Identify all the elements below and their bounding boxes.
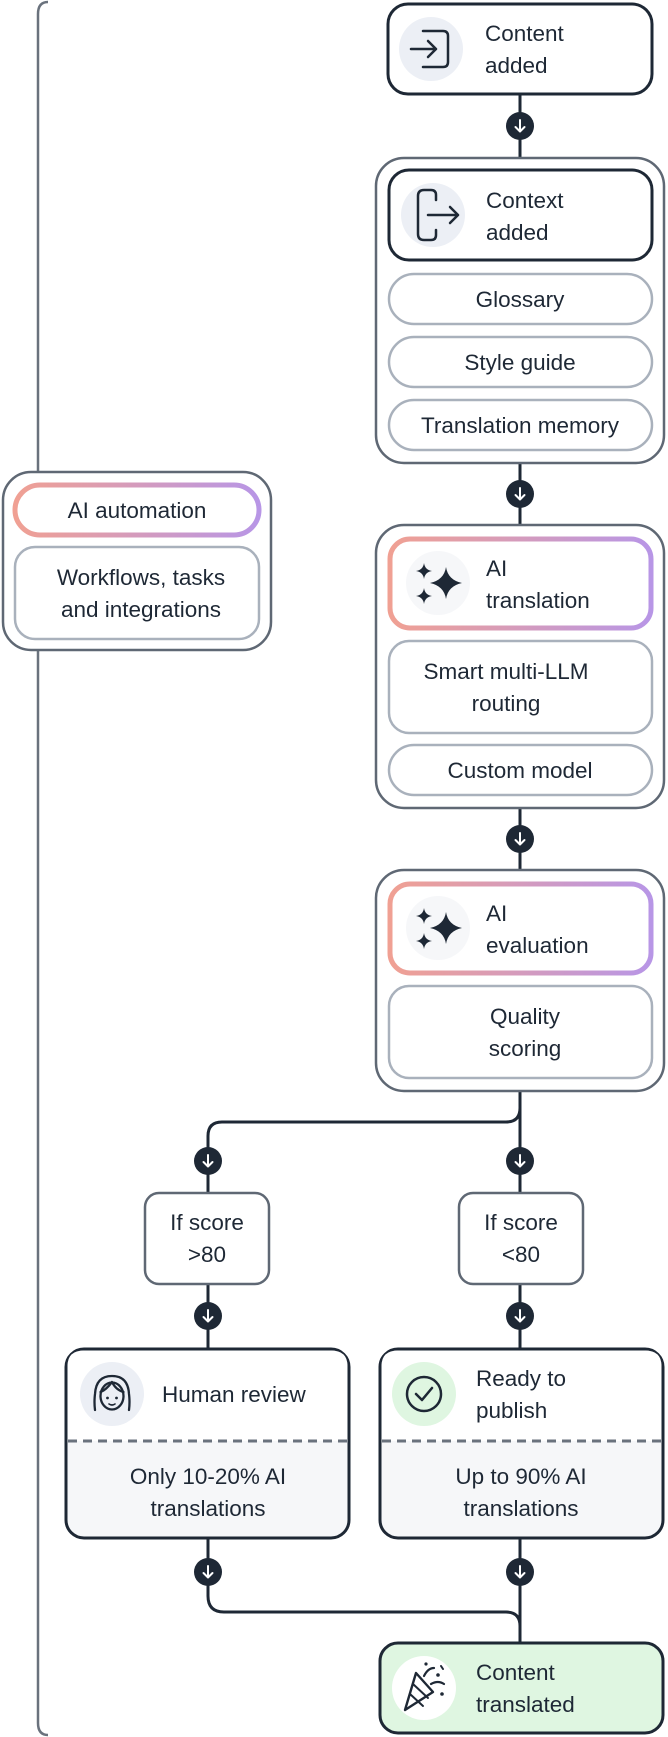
ready-publish-detail-line-1: Up to 90% AI: [455, 1464, 586, 1489]
ready-publish-title-line-2: publish: [476, 1398, 547, 1423]
arrow-down-icon: [506, 1147, 534, 1175]
content-translated-node: Content translated: [378, 1641, 665, 1735]
custom-model-label: Custom model: [447, 758, 592, 783]
ai-evaluation-group: AI evaluation Quality scoring: [374, 868, 666, 1093]
automation-item-workflows: Workflows, tasks: [57, 565, 225, 590]
context-item-glossary: Glossary: [476, 287, 566, 312]
content-added-line-2: added: [485, 53, 548, 78]
branch-low-node: If score <80: [457, 1191, 585, 1286]
party-popper-icon: [392, 1656, 456, 1720]
arrow-down-icon: [506, 112, 534, 140]
arrow-dots: [194, 112, 534, 1586]
context-item-translation-memory: Translation memory: [421, 413, 620, 438]
arrow-down-icon: [194, 1302, 222, 1330]
ai-evaluation-header-line-1: AI: [486, 901, 507, 926]
sparkles-icon: [406, 551, 470, 615]
ai-evaluation-header-line-2: evaluation: [486, 933, 589, 958]
ready-publish-node: Ready to publish Up to 90% AI translatio…: [378, 1347, 665, 1540]
check-circle-icon: [392, 1362, 456, 1426]
human-review-node: Human review Only 10-20% AI translations: [64, 1347, 351, 1540]
arrow-down-icon: [506, 480, 534, 508]
automation-item-integrations: and integrations: [61, 597, 221, 622]
person-icon: [80, 1362, 144, 1426]
automation-title: AI automation: [68, 498, 207, 523]
content-added-line-1: Content: [485, 21, 565, 46]
arrow-down-icon: [506, 1558, 534, 1586]
automation-bracket: [36, 0, 49, 1737]
context-item-style-guide: Style guide: [464, 350, 575, 375]
sparkles-icon: [406, 896, 470, 960]
branch-low-line-2: <80: [502, 1242, 540, 1267]
branch-high-node: If score >80: [143, 1191, 271, 1286]
content-translated-line-1: Content: [476, 1660, 556, 1685]
content-translated-line-2: translated: [476, 1692, 575, 1717]
content-added-node: Content added: [386, 2, 654, 96]
arrow-down-icon: [194, 1147, 222, 1175]
ai-translation-header-line-2: translation: [486, 588, 590, 613]
ready-publish-detail-line-2: translations: [463, 1496, 578, 1521]
human-review-title: Human review: [162, 1382, 307, 1407]
human-review-detail-line-1: Only 10-20% AI: [130, 1464, 286, 1489]
ready-publish-title-line-1: Ready to: [476, 1366, 566, 1391]
branch-low-line-1: If score: [484, 1210, 558, 1235]
context-header-line-2: added: [486, 220, 549, 245]
automation-group: AI automation Workflows, tasks and integ…: [1, 470, 273, 652]
context-group: Context added Glossary Style guide Trans…: [374, 156, 666, 465]
arrow-down-icon: [506, 1302, 534, 1330]
context-header-line-1: Context: [486, 188, 564, 213]
scoring-line-1: Quality: [490, 1004, 561, 1029]
routing-line-1: Smart multi-LLM: [423, 659, 588, 684]
sign-in-icon: [399, 17, 463, 81]
branch-high-line-1: If score: [170, 1210, 244, 1235]
branch-high-line-2: >80: [188, 1242, 226, 1267]
sign-out-icon: [401, 183, 465, 247]
routing-line-2: routing: [472, 691, 541, 716]
human-review-detail-line-2: translations: [150, 1496, 265, 1521]
arrow-down-icon: [194, 1558, 222, 1586]
arrow-down-icon: [506, 825, 534, 853]
scoring-line-2: scoring: [489, 1036, 562, 1061]
ai-translation-group: AI translation Smart multi-LLM routing C…: [374, 523, 666, 810]
ai-translation-header-line-1: AI: [486, 556, 507, 581]
